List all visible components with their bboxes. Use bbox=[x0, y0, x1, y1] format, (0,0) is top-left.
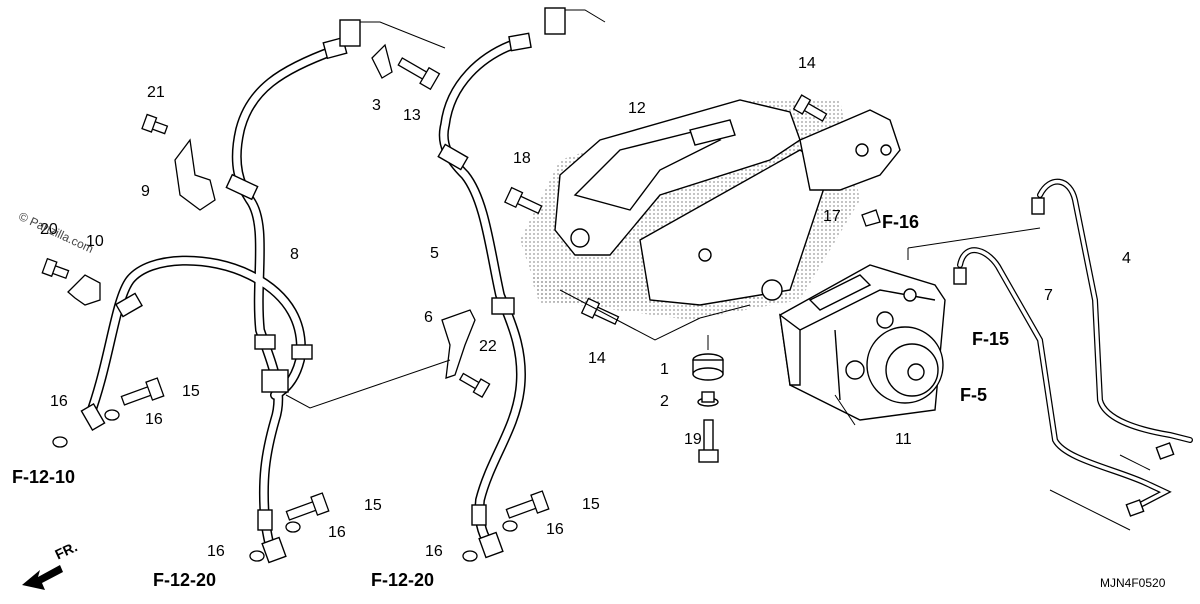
ref-f-5: F-5 bbox=[960, 385, 987, 405]
abs-modulator bbox=[779, 264, 946, 421]
label-part-20: 20 bbox=[40, 221, 58, 238]
label-part-8: 8 bbox=[290, 246, 299, 263]
front-direction-arrow bbox=[22, 565, 63, 590]
label-part-10: 10 bbox=[86, 233, 104, 250]
label-part-16-d: 16 bbox=[207, 543, 225, 560]
label-part-9: 9 bbox=[141, 183, 150, 200]
brake-hose-5 bbox=[438, 37, 526, 550]
label-part-18: 18 bbox=[513, 150, 531, 167]
label-part-16-f: 16 bbox=[425, 543, 443, 560]
label-part-6: 6 bbox=[424, 309, 433, 326]
grommet-collar-bolt bbox=[692, 353, 724, 463]
label-part-15-mid: 15 bbox=[364, 497, 382, 514]
bolts-and-washers bbox=[41, 57, 881, 562]
label-part-16-e: 16 bbox=[546, 521, 564, 538]
ref-f-12-20-right: F-12-20 bbox=[371, 570, 435, 590]
label-part-15-right: 15 bbox=[582, 496, 600, 513]
abs-bracket bbox=[554, 99, 901, 306]
label-part-16-a: 16 bbox=[50, 393, 68, 410]
hose-fittings bbox=[80, 7, 566, 564]
ref-f-15: F-15 bbox=[972, 329, 1010, 349]
pipe-flare-nuts bbox=[953, 197, 1175, 517]
label-part-3: 3 bbox=[372, 97, 381, 114]
ref-f-16: F-16 bbox=[882, 212, 920, 232]
label-part-21: 21 bbox=[147, 84, 165, 101]
label-part-14-top: 14 bbox=[798, 55, 816, 72]
leader-lines bbox=[285, 9, 1151, 531]
label-part-13: 13 bbox=[403, 107, 421, 124]
label-part-14-bottom: 14 bbox=[588, 350, 606, 367]
ref-f-12-20-left: F-12-20 bbox=[153, 570, 217, 590]
label-part-15-left: 15 bbox=[182, 383, 200, 400]
diagram-code: MJN4F0520 bbox=[1100, 576, 1166, 590]
label-part-2: 2 bbox=[660, 393, 669, 410]
label-part-5: 5 bbox=[430, 245, 439, 262]
label-part-16-c: 16 bbox=[328, 524, 346, 541]
label-part-17: 17 bbox=[823, 208, 841, 225]
label-part-19: 19 bbox=[684, 431, 702, 448]
label-part-16-b: 16 bbox=[145, 411, 163, 428]
hose-clamps bbox=[67, 43, 476, 379]
label-part-4: 4 bbox=[1122, 250, 1131, 267]
label-part-22: 22 bbox=[479, 338, 497, 355]
ref-f-12-10: F-12-10 bbox=[12, 467, 76, 487]
label-part-12: 12 bbox=[628, 100, 646, 117]
label-part-7: 7 bbox=[1044, 287, 1053, 304]
label-part-11: 11 bbox=[895, 431, 912, 448]
label-part-1: 1 bbox=[660, 361, 669, 378]
